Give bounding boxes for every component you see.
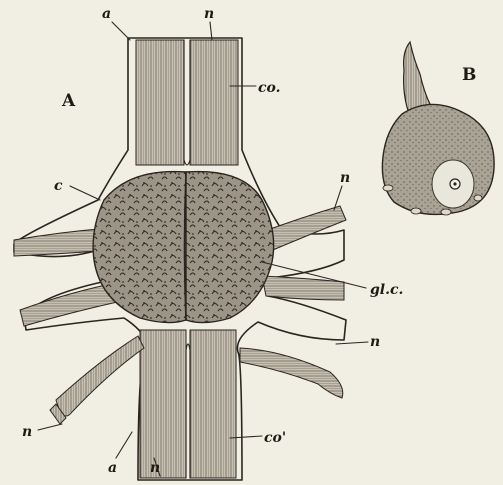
panel-b-letter: B	[462, 65, 476, 85]
label-a-top: a	[102, 6, 111, 22]
label-n-bottom: n	[150, 460, 160, 476]
label-n-right-lower: n	[370, 334, 380, 350]
nerve-right-lower	[240, 348, 343, 398]
label-n-right-upper: n	[340, 170, 350, 186]
label-n-top: n	[204, 6, 214, 22]
panel-a-letter: A	[61, 91, 76, 111]
label-n-left-lower: n	[22, 424, 32, 440]
label-co: co.	[258, 80, 281, 96]
panel-b	[382, 42, 494, 215]
lower-connective-right	[190, 330, 236, 478]
label-gl-c: gl.c.	[370, 282, 403, 298]
nerve-right-upper	[262, 206, 346, 252]
upper-connective-right	[190, 40, 238, 165]
label-a-bottom: a	[108, 460, 117, 476]
upper-connective-left	[136, 40, 184, 165]
lower-connective-left	[140, 330, 186, 478]
label-co-prime: co'	[264, 430, 286, 446]
ganglion-right-lobe	[186, 172, 274, 323]
label-c: c	[54, 178, 63, 194]
nerve-left-lower	[56, 336, 144, 416]
